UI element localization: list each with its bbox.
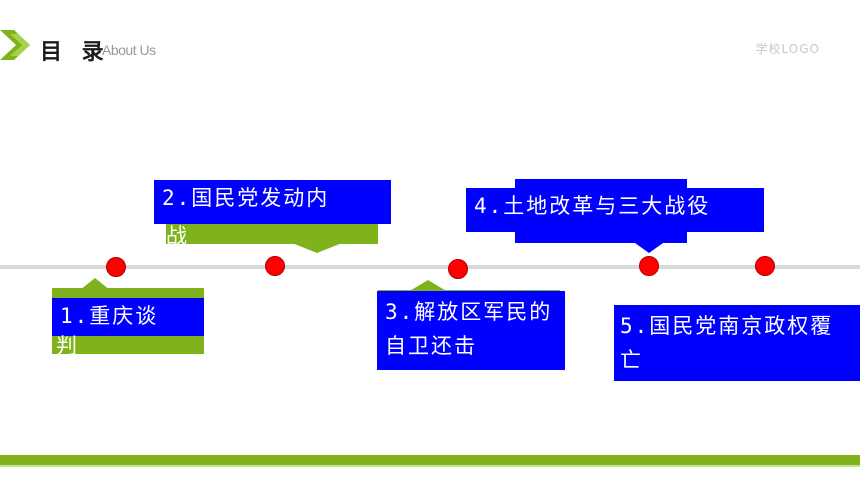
- chevron-logo-icon: [0, 30, 30, 60]
- timeline-dot-5[interactable]: [755, 256, 775, 276]
- timeline-item-4[interactable]: 4.土地改革与三大战役: [466, 188, 764, 232]
- page-title: 目 录: [40, 40, 110, 65]
- footer-bar: [0, 455, 860, 465]
- timeline-item-2-label: 2.国民党发动内: [162, 186, 330, 210]
- callout-pointer-3: [408, 280, 448, 292]
- callout-pointer-2: [292, 243, 342, 253]
- page-subtitle: About Us: [102, 42, 156, 58]
- timeline-dot-1[interactable]: [106, 257, 126, 277]
- timeline-item-2[interactable]: 2.国民党发动内: [154, 180, 391, 224]
- timeline-item-3-label: 3.解放区军民的自卫还击: [385, 300, 553, 358]
- school-logo-text: 学校LOGO: [755, 42, 820, 56]
- callout-pointer-4: [635, 243, 663, 253]
- timeline-item-4-label: 4.土地改革与三大战役: [474, 194, 711, 218]
- timeline-item-5[interactable]: 5.国民党南京政权覆亡: [614, 305, 860, 381]
- timeline-dot-3[interactable]: [448, 259, 468, 279]
- timeline-item-2-overflow: 战: [166, 224, 187, 244]
- timeline-item-1-label: 1.重庆谈: [60, 304, 159, 328]
- timeline-line: [0, 265, 860, 269]
- timeline-item-5-label: 5.国民党南京政权覆亡: [620, 314, 834, 372]
- timeline-item-3[interactable]: 3.解放区军民的自卫还击: [377, 291, 565, 370]
- timeline-dot-2[interactable]: [265, 256, 285, 276]
- timeline-item-1-overflow: 判: [56, 334, 77, 358]
- timeline-dot-4[interactable]: [639, 256, 659, 276]
- callout-bg-2: [166, 224, 378, 244]
- timeline-item-1[interactable]: 1.重庆谈: [52, 298, 204, 336]
- footer-bar-shadow: [0, 465, 860, 467]
- callout-pointer-1: [80, 278, 110, 290]
